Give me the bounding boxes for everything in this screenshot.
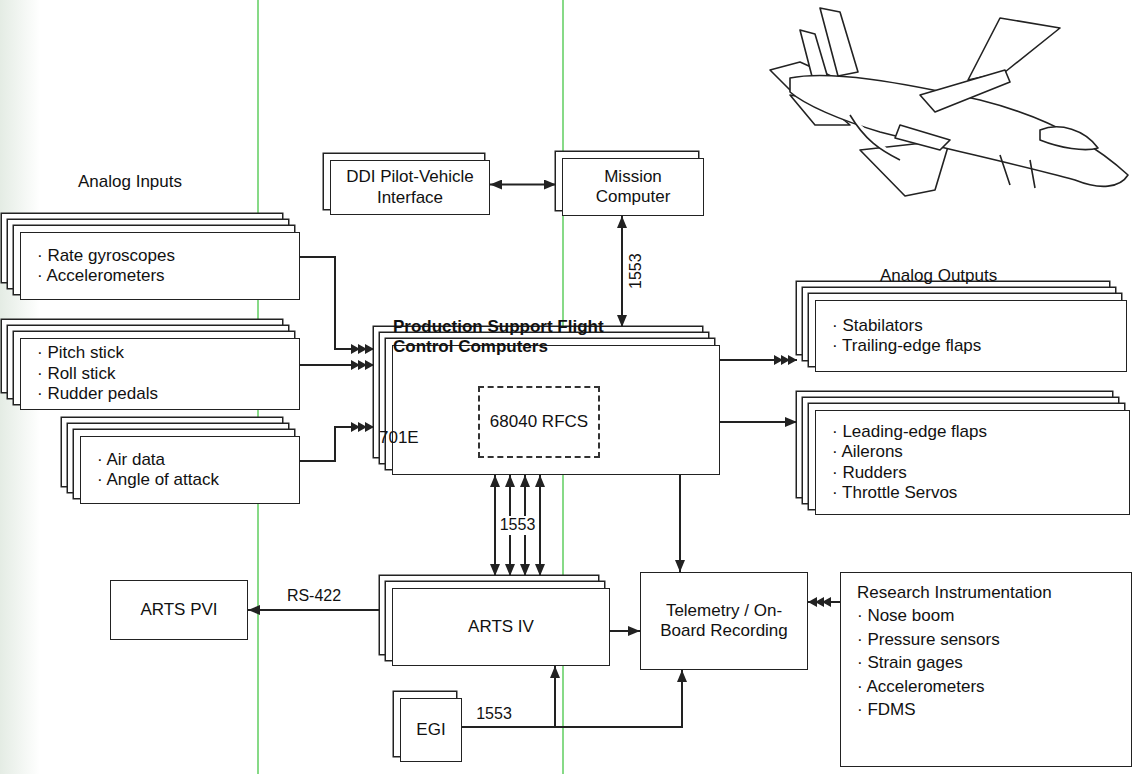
- box-text: · Ailerons: [832, 442, 903, 462]
- box-text: · Throttle Servos: [832, 483, 957, 503]
- bus-label: 1553: [474, 705, 514, 723]
- connector-line: [494, 475, 496, 576]
- box-text: ARTS PVI: [140, 600, 217, 620]
- sensor-box: · Air data· Angle of attack: [80, 436, 300, 504]
- connector-line: [462, 666, 555, 727]
- connector-line: [679, 475, 681, 572]
- connector-line: [621, 216, 623, 327]
- computer-box: ARTS IV: [392, 588, 610, 666]
- box-text: · Rate gyroscopes: [37, 246, 175, 266]
- interface-box: ARTS PVI: [110, 580, 248, 640]
- box-text: · Pressure sensors: [857, 630, 1000, 650]
- box-text: · Trailing-edge flaps: [832, 336, 981, 356]
- box-text: · Strain gages: [857, 653, 963, 673]
- connector: [490, 184, 556, 185]
- box-text: · Air data: [97, 450, 165, 470]
- connector-line: [490, 184, 556, 186]
- box-text: Mission Computer: [569, 167, 697, 208]
- connector: [462, 666, 555, 727]
- connector-line: [300, 257, 374, 349]
- box-text: · Angle of attack: [97, 470, 219, 490]
- connector-line: [462, 670, 682, 727]
- processor-box: 68040 RFCS: [478, 386, 600, 458]
- box-text: · Rudders: [832, 463, 907, 483]
- connector-line: [300, 427, 374, 461]
- connector: [622, 216, 623, 327]
- connector: [808, 602, 840, 603]
- box-text: EGI: [416, 720, 445, 740]
- box-text: · Rudder pedals: [37, 384, 158, 404]
- connector: [610, 631, 640, 632]
- bus-label: 1553: [498, 516, 538, 534]
- control-input-box: · Pitch stick· Roll stick· Rudder pedals: [20, 338, 300, 410]
- box-text: ARTS IV: [468, 617, 534, 637]
- box-text: DDI Pilot-Vehicle Interface: [337, 167, 483, 208]
- box-text: · FDMS: [857, 700, 916, 720]
- group-heading: Analog Outputs: [880, 266, 997, 286]
- group-heading: Analog Inputs: [78, 172, 182, 192]
- box-text: · Nose boom: [857, 606, 954, 626]
- bus-label: 1553: [627, 252, 645, 292]
- box-text: Research Instrumentation: [857, 583, 1052, 603]
- display-box: DDI Pilot-Vehicle Interface: [330, 160, 490, 215]
- computer-box: Production Support Flight Control Comput…: [392, 345, 720, 475]
- connector-line: [720, 421, 797, 423]
- connector-line: [808, 601, 840, 603]
- computer-box: Mission Computer: [562, 158, 704, 216]
- connector: [300, 365, 374, 366]
- box-text: 68040 RFCS: [490, 412, 588, 432]
- connector-line: [300, 364, 374, 366]
- connector: [300, 257, 374, 349]
- bus-label: RS-422: [285, 587, 343, 605]
- box-text: · Accelerometers: [857, 677, 985, 697]
- connector-line: [539, 475, 541, 576]
- connector: [720, 360, 797, 361]
- connector-line: [248, 609, 380, 611]
- box-text: Telemetry / On-Board Recording: [647, 601, 801, 642]
- box-heading: Production Support Flight Control Comput…: [393, 317, 608, 358]
- box-text: · Leading-edge flaps: [832, 422, 987, 442]
- box-text: · Roll stick: [37, 364, 115, 384]
- connector: [462, 670, 682, 727]
- instrumentation-box: Research Instrumentation · Nose boom · Pre…: [840, 572, 1132, 767]
- connector-line: [720, 359, 797, 361]
- connector-line: [610, 630, 640, 632]
- connector: [248, 610, 380, 611]
- actuator-box: · Stabilators· Trailing-edge flaps: [815, 300, 1127, 372]
- connector: [680, 475, 681, 572]
- aircraft-illustration: [770, 8, 1128, 196]
- connector: [720, 422, 797, 423]
- actuator-box: · Leading-edge flaps· Ailerons· Rudders·…: [815, 410, 1130, 515]
- box-text: · Pitch stick: [37, 343, 124, 363]
- box-text: · Stabilators: [832, 316, 923, 336]
- navigation-box: EGI: [400, 698, 462, 762]
- recorder-box: Telemetry / On-Board Recording: [640, 572, 808, 670]
- connector: [495, 475, 540, 576]
- box-text: · Accelerometers: [37, 266, 165, 286]
- connector: [300, 427, 374, 461]
- sensor-box: · Rate gyroscopes· Accelerometers: [20, 232, 300, 300]
